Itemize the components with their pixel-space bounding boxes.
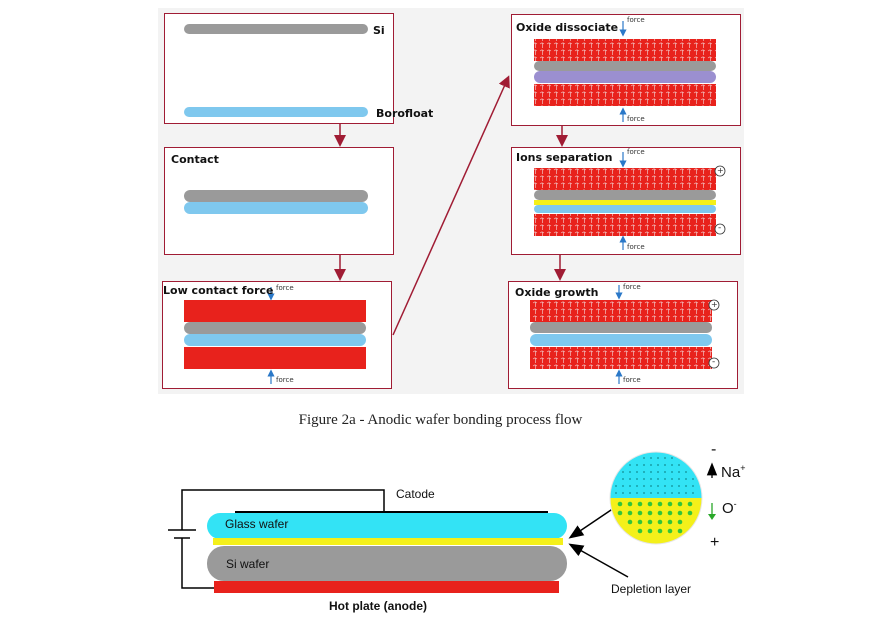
low-force-top-plate [184, 300, 366, 322]
o-ion-charge: - [733, 499, 737, 509]
low-force-glass-layer [184, 334, 366, 346]
zoom-pointer-arrow [568, 507, 615, 539]
low-force-si-layer [184, 322, 366, 334]
force-label: force [623, 283, 641, 291]
depletion-pointer-arrow [568, 543, 629, 578]
na-ion-dots [615, 457, 694, 494]
na-ion-symbol: Na [721, 464, 741, 481]
na-ion-label: Na+ [721, 463, 745, 481]
force-label: force [276, 376, 294, 384]
label-oxide-dissociate: Oxide dissociate [516, 21, 619, 34]
borofloat-layer [184, 107, 368, 117]
hot-plate [214, 581, 559, 593]
contact-glass-layer [184, 202, 368, 214]
polarity-minus: - [711, 441, 717, 458]
separation-glass-layer [534, 205, 716, 213]
si-wafer-layer [184, 24, 368, 34]
glass-wafer-label: Glass wafer [225, 517, 289, 531]
force-label: force [627, 243, 645, 251]
figure-caption: Figure 2a - Anodic wafer bonding process… [298, 412, 583, 428]
force-label: force [627, 115, 645, 123]
force-label: force [276, 284, 294, 292]
plus-terminal-icon [708, 299, 720, 311]
dissociate-bottom-oxide [534, 84, 716, 106]
si-wafer [207, 546, 567, 581]
separation-depletion-layer [534, 200, 716, 205]
growth-top-oxide [530, 300, 712, 322]
hot-plate-label: Hot plate (anode) [329, 599, 427, 613]
glass-wafer [207, 513, 567, 539]
plus-sign: + [711, 300, 718, 309]
force-label: force [623, 376, 641, 384]
label-ions-separation: Ions separation [516, 151, 613, 164]
o-ion-label: O- [722, 499, 737, 517]
circuit-wire-bottom [181, 538, 216, 589]
na-ion-charge: + [740, 463, 746, 473]
growth-glass-layer [530, 334, 712, 346]
catode-label: Catode [396, 487, 435, 501]
label-contact: Contact [171, 153, 219, 166]
separation-si-layer [534, 190, 716, 200]
o-down-arrow-head [708, 514, 716, 520]
minus-sign: - [718, 223, 722, 233]
label-oxide-growth: Oxide growth [515, 286, 599, 299]
plus-sign: + [717, 166, 724, 175]
label-low-contact-force: Low contact force [163, 284, 274, 297]
force-label: force [627, 16, 645, 24]
label-borofloat: Borofloat [376, 107, 434, 120]
polarity-plus: + [710, 534, 720, 551]
si-wafer-label: Si wafer [226, 557, 270, 571]
circuit-wire-top [181, 489, 385, 530]
o-ion-symbol: O [722, 500, 734, 517]
minus-terminal-icon [714, 223, 726, 235]
minus-terminal-icon [708, 357, 720, 369]
contact-si-layer [184, 190, 368, 202]
growth-si-layer [530, 322, 712, 333]
dissociate-top-oxide [534, 39, 716, 61]
growth-bottom-oxide [530, 347, 712, 369]
low-force-bottom-plate [184, 347, 366, 369]
label-si: Si [373, 24, 385, 37]
minus-sign: - [712, 357, 716, 367]
plus-terminal-icon [714, 165, 726, 177]
separation-top-oxide [534, 168, 716, 190]
dissociate-si-layer [534, 61, 716, 71]
o-ion-dots [617, 501, 693, 534]
depletion-layer [213, 538, 563, 545]
separation-bottom-oxide [534, 214, 716, 236]
depletion-layer-label: Depletion layer [611, 582, 692, 596]
force-label: force [627, 148, 645, 156]
flow-arrow-3 [392, 75, 510, 336]
dissociate-glass-layer [534, 71, 716, 83]
